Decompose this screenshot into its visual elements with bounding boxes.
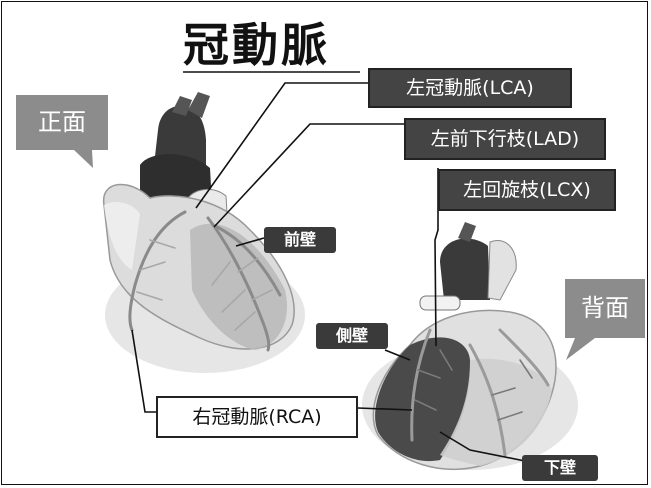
anterior-wall-tag: 前壁: [264, 227, 336, 253]
lateral-wall-tag: 側壁: [316, 323, 388, 349]
rca-label: 右冠動脈(RCA): [156, 396, 358, 438]
lad-label: 左前下行枝(LAD): [404, 118, 606, 160]
inferior-wall-tag: 下壁: [522, 455, 598, 481]
front-view-label: 正面: [16, 97, 108, 147]
lca-label: 左冠動脈(LCA): [368, 68, 572, 108]
lcx-label: 左回旋枝(LCX): [438, 169, 616, 211]
back-view-label: 背面: [565, 283, 645, 333]
page-title: 冠動脈: [183, 17, 330, 73]
back-heart: [362, 222, 578, 470]
